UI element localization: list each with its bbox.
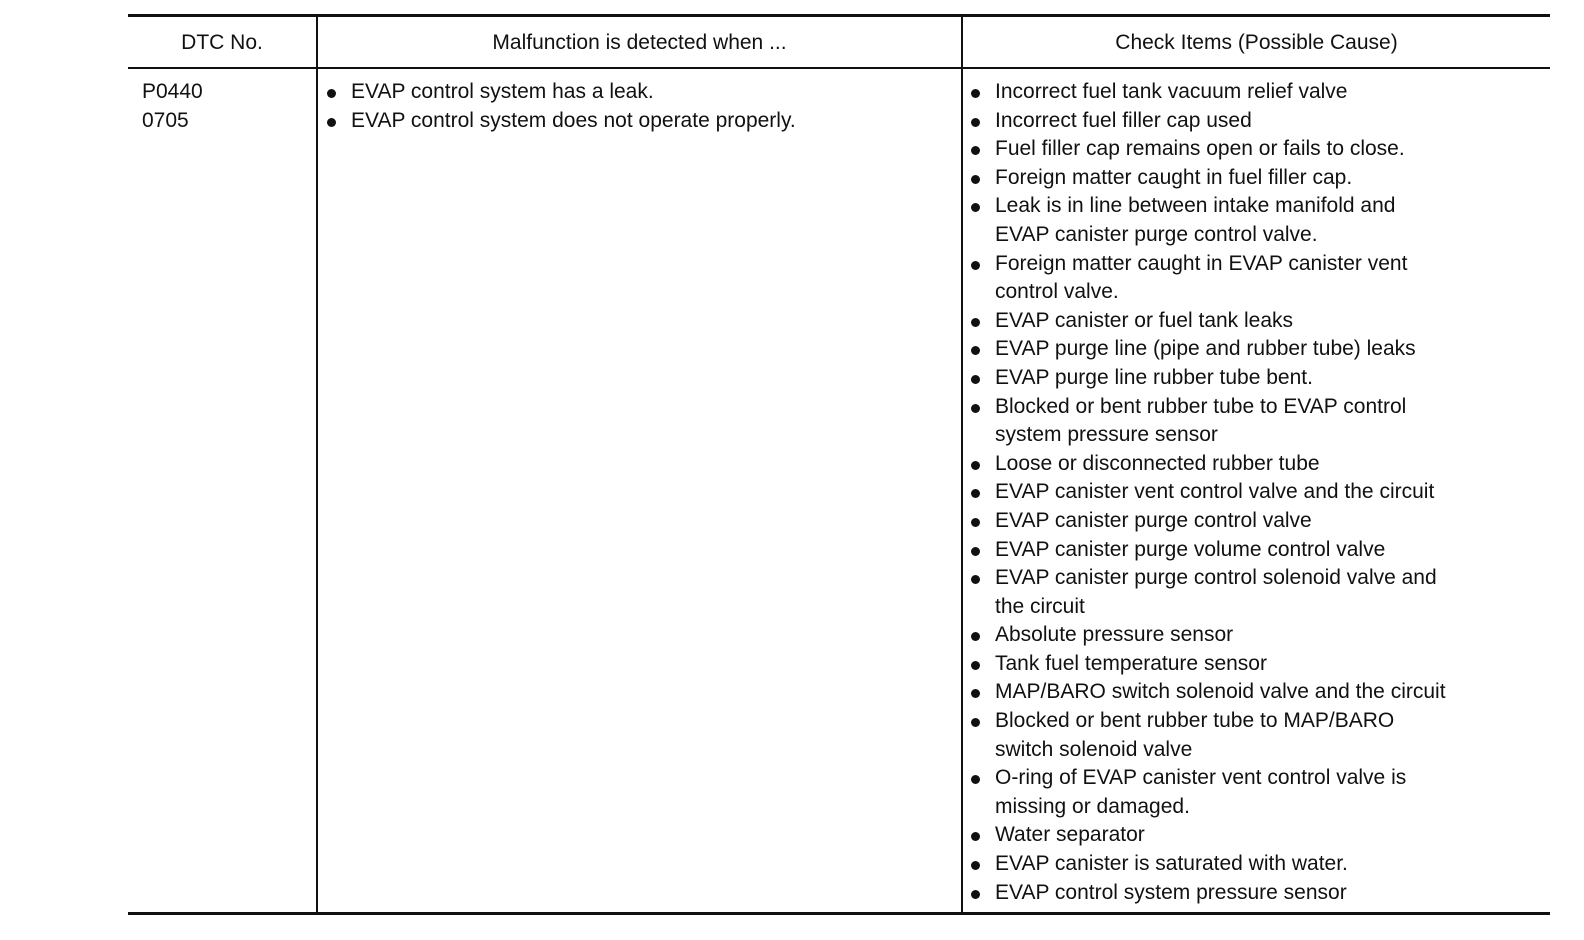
bullet-icon <box>971 575 980 585</box>
bullet-icon <box>971 260 980 270</box>
malfunction-item-text: EVAP control system does not operate pro… <box>351 108 796 132</box>
bullet-icon <box>327 117 336 127</box>
malfunction-list: EVAP control system has a leak. EVAP cont… <box>326 78 946 135</box>
check-item: Leak is in line between intake manifold … <box>970 192 1545 249</box>
bullet-icon <box>971 89 980 98</box>
bullet-icon <box>971 346 980 356</box>
dtc-code: 0705 <box>142 108 189 132</box>
bullet-icon <box>971 718 980 728</box>
header-check-items: Check Items (Possible Cause) <box>1115 31 1398 54</box>
check-item-text: EVAP canister vent control valve and the… <box>995 480 1435 504</box>
bullet-icon <box>971 889 980 899</box>
check-item-text: Water separator <box>995 823 1145 847</box>
check-item: MAP/BARO switch solenoid valve and the c… <box>970 678 1545 707</box>
check-item: EVAP canister or fuel tank leaks <box>970 307 1545 336</box>
check-item-text: Absolute pressure sensor <box>995 623 1234 647</box>
bullet-icon <box>971 546 980 556</box>
check-item: Blocked or bent rubber tube to EVAP cont… <box>970 393 1545 450</box>
check-item: EVAP canister is saturated with water. <box>970 850 1545 879</box>
check-item: Foreign matter caught in fuel filler cap… <box>970 164 1545 193</box>
header-divider-rule <box>128 67 1550 69</box>
table-top-rule <box>128 14 1550 17</box>
check-item-text: Tank fuel temperature sensor <box>995 651 1267 675</box>
bullet-icon <box>971 660 980 670</box>
check-item: Foreign matter caught in EVAP canister v… <box>970 250 1545 307</box>
check-item-text: EVAP purge line (pipe and rubber tube) l… <box>995 337 1416 361</box>
check-item: Tank fuel temperature sensor <box>970 650 1545 679</box>
bullet-icon <box>327 89 336 98</box>
check-item: EVAP purge line (pipe and rubber tube) l… <box>970 335 1545 364</box>
bullet-icon <box>971 174 980 184</box>
dtc-code: P0440 <box>142 80 203 103</box>
check-item-text: EVAP control system pressure sensor <box>995 880 1347 904</box>
check-item: Incorrect fuel filler cap used <box>970 107 1545 136</box>
column-divider-1 <box>316 16 318 913</box>
bullet-icon <box>971 832 980 842</box>
table-bottom-rule <box>128 912 1550 915</box>
check-item: EVAP purge line rubber tube bent. <box>970 364 1545 393</box>
check-item-text: EVAP purge line rubber tube bent. <box>995 365 1313 389</box>
check-item-text: Blocked or bent rubber tube to MAP/BARO … <box>995 709 1395 761</box>
bullet-icon <box>971 517 980 527</box>
bullet-icon <box>971 117 980 127</box>
check-item: Incorrect fuel tank vacuum relief valve <box>970 78 1545 107</box>
check-item-text: EVAP canister is saturated with water. <box>995 852 1348 876</box>
check-item-text: Foreign matter caught in EVAP canister v… <box>995 251 1408 304</box>
check-item: EVAP canister purge control solenoid val… <box>970 564 1545 621</box>
check-item: EVAP control system pressure sensor <box>970 879 1545 908</box>
check-item-text: EVAP canister or fuel tank leaks <box>995 308 1294 332</box>
dtc-table: DTC No. Malfunction is detected when ...… <box>128 14 1550 918</box>
malfunction-item: EVAP control system does not operate pro… <box>326 107 946 136</box>
bullet-icon <box>971 403 980 413</box>
check-item: Loose or disconnected rubber tube <box>970 450 1545 479</box>
check-item: Water separator <box>970 821 1545 850</box>
malfunction-item: EVAP control system has a leak. <box>326 78 946 107</box>
check-item-text: O-ring of EVAP canister vent control val… <box>995 766 1407 818</box>
check-item-text: Foreign matter caught in fuel filler cap… <box>995 165 1353 189</box>
check-item-text: EVAP canister purge control solenoid val… <box>995 566 1437 618</box>
bullet-icon <box>971 317 980 327</box>
check-item-text: Loose or disconnected rubber tube <box>995 451 1320 475</box>
check-item: EVAP canister vent control valve and the… <box>970 478 1545 507</box>
check-item: EVAP canister purge volume control valve <box>970 536 1545 565</box>
bullet-icon <box>971 861 980 871</box>
header-malfunction: Malfunction is detected when ... <box>492 31 787 54</box>
check-item-text: EVAP canister purge volume control valve <box>995 537 1386 561</box>
bullet-icon <box>971 460 980 470</box>
check-item: Absolute pressure sensor <box>970 621 1545 650</box>
check-item-text: Blocked or bent rubber tube to EVAP cont… <box>995 394 1407 447</box>
bullet-icon <box>971 146 980 156</box>
check-item-text: EVAP canister purge control valve <box>995 508 1312 532</box>
header-dtc-no: DTC No. <box>181 31 263 54</box>
check-item: Fuel filler cap remains open or fails to… <box>970 135 1545 164</box>
bullet-icon <box>971 775 980 785</box>
check-item-text: MAP/BARO switch solenoid valve and the c… <box>995 680 1446 704</box>
bullet-icon <box>971 689 980 699</box>
malfunction-item-text: EVAP control system has a leak. <box>351 80 654 103</box>
check-item: Blocked or bent rubber tube to MAP/BARO … <box>970 707 1545 764</box>
bullet-icon <box>971 203 980 213</box>
check-item: EVAP canister purge control valve <box>970 507 1545 536</box>
column-divider-2 <box>961 16 963 913</box>
check-item-text: Incorrect fuel filler cap used <box>995 108 1252 132</box>
dtc-codes-cell: P0440 0705 <box>142 78 203 135</box>
check-item-text: Fuel filler cap remains open or fails to… <box>995 137 1405 161</box>
bullet-icon <box>971 374 980 384</box>
bullet-icon <box>971 489 980 499</box>
check-item-text: Incorrect fuel tank vacuum relief valve <box>995 80 1348 103</box>
bullet-icon <box>971 632 980 642</box>
check-item: O-ring of EVAP canister vent control val… <box>970 764 1545 821</box>
check-item-text: Leak is in line between intake manifold … <box>995 194 1396 246</box>
